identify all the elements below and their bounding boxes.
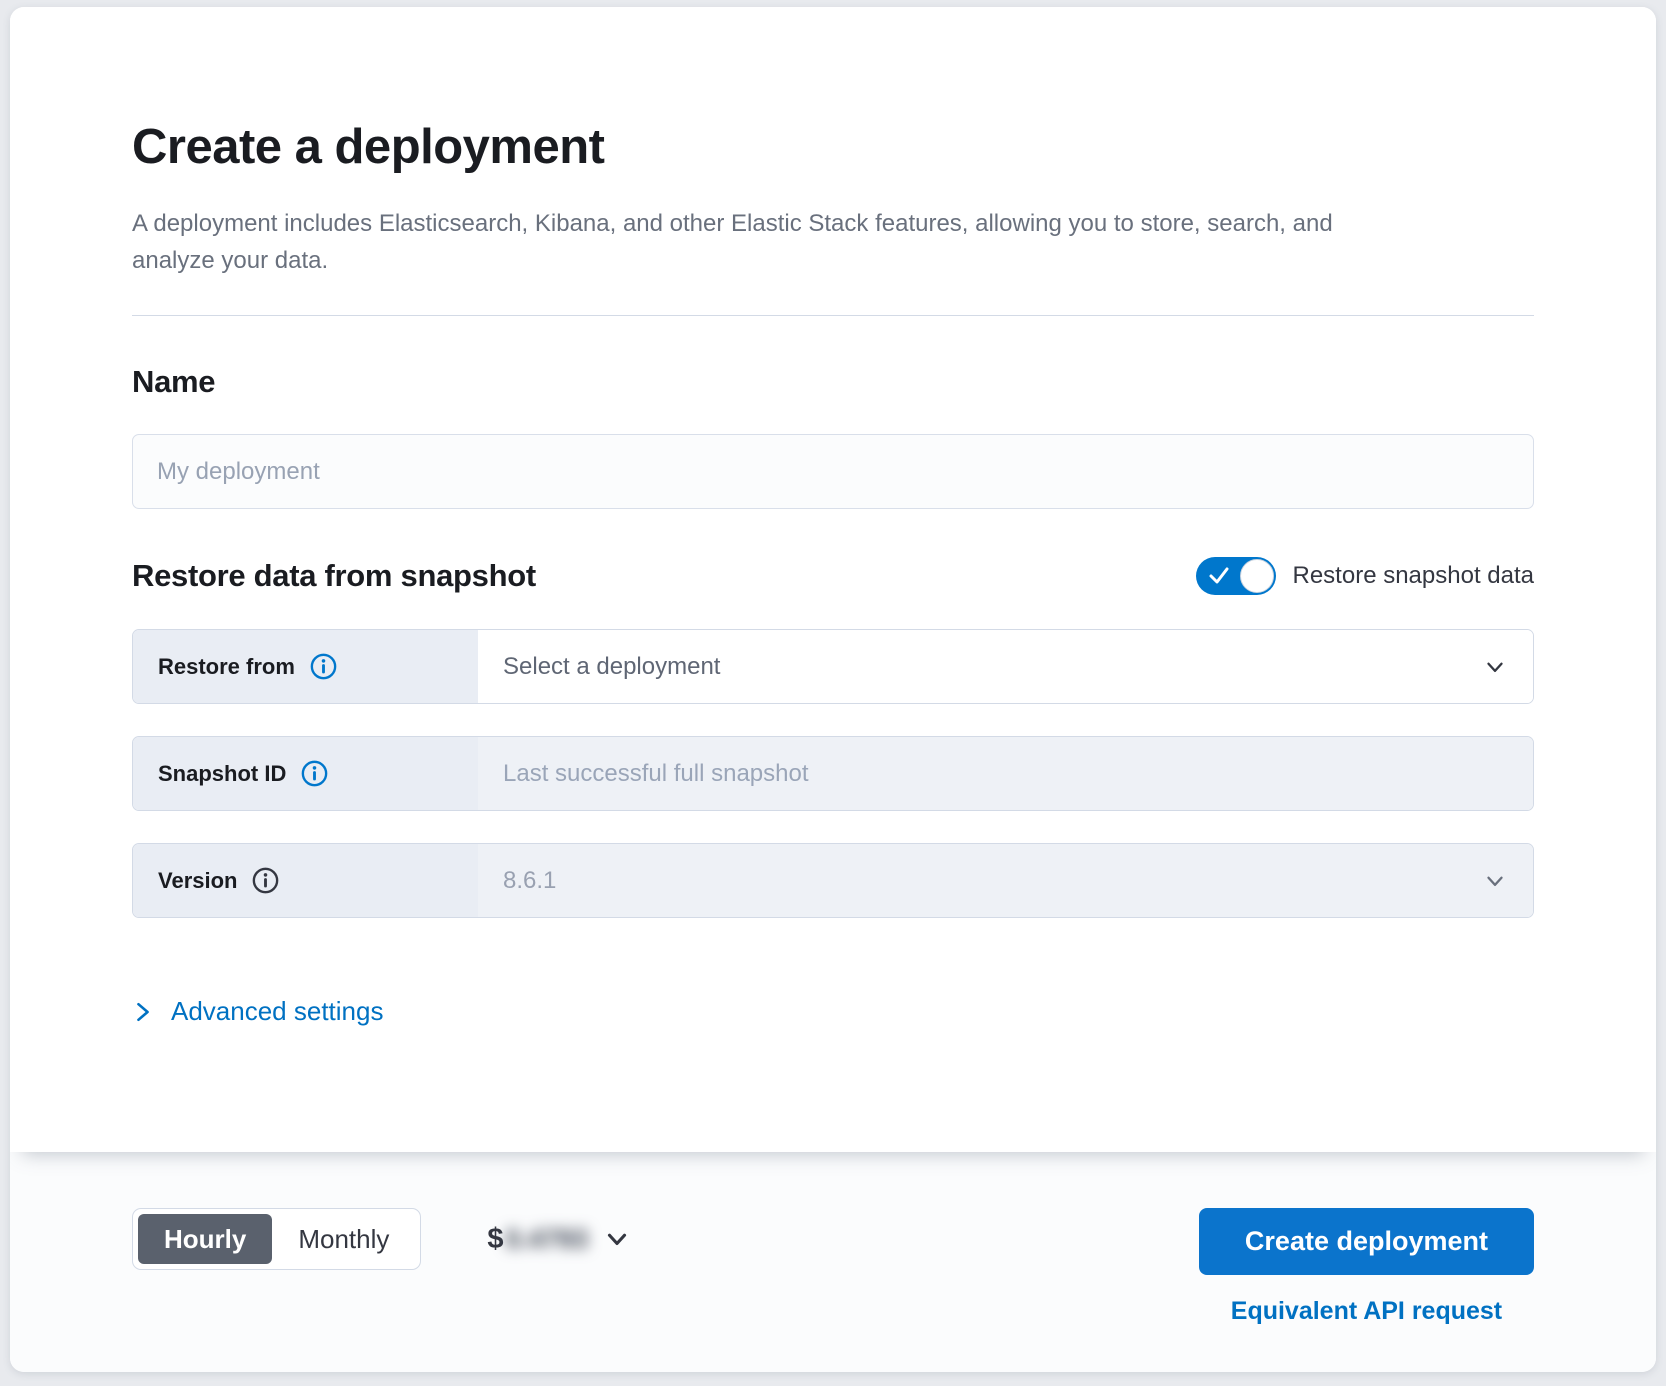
chevron-down-icon — [1487, 876, 1503, 886]
restore-from-value: Select a deployment — [503, 652, 721, 680]
create-deployment-button[interactable]: Create deployment — [1198, 1208, 1534, 1275]
snapshot-id-field — [478, 737, 1533, 810]
version-row: Version 8.6.1 — [132, 843, 1534, 918]
version-select[interactable]: 8.6.1 — [478, 844, 1533, 917]
version-label: Version — [133, 844, 478, 917]
version-label-text: Version — [158, 867, 238, 893]
info-icon[interactable] — [252, 867, 279, 894]
snapshot-id-input[interactable] — [503, 759, 1508, 788]
toggle-label: Restore snapshot data — [1292, 562, 1535, 589]
monthly-button[interactable]: Monthly — [298, 1223, 390, 1254]
page-title: Create a deployment — [132, 120, 605, 174]
equivalent-api-request-link[interactable]: Equivalent API request — [1230, 1297, 1503, 1325]
info-icon[interactable] — [301, 760, 328, 787]
price-breakdown-dropdown[interactable]: $ 0.4793 — [487, 1208, 632, 1270]
restore-from-label: Restore from — [133, 630, 478, 703]
restore-snapshot-toggle[interactable]: Restore snapshot data — [1195, 557, 1535, 595]
advanced-settings-label: Advanced settings — [171, 996, 384, 1026]
divider — [132, 315, 1534, 316]
deployment-name-input[interactable] — [132, 434, 1534, 509]
snapshot-id-label: Snapshot ID — [133, 737, 478, 810]
check-icon — [1209, 567, 1228, 584]
hourly-button[interactable]: Hourly — [138, 1214, 273, 1264]
chevron-down-icon — [608, 1233, 627, 1246]
snapshot-id-row: Snapshot ID — [132, 736, 1534, 811]
footer-bar: Hourly Monthly $ 0.4793 Create deploymen… — [10, 1152, 1656, 1372]
restore-from-label-text: Restore from — [158, 653, 295, 679]
restore-section-heading: Restore data from snapshot — [132, 558, 536, 593]
advanced-settings-link[interactable]: Advanced settings — [132, 996, 383, 1027]
info-icon[interactable] — [310, 653, 337, 680]
version-value: 8.6.1 — [503, 866, 557, 894]
price-amount-blurred: 0.4793 — [505, 1223, 589, 1254]
restore-from-row: Restore from Select a deployment — [132, 629, 1534, 704]
toggle-thumb — [1239, 559, 1274, 593]
snapshot-id-label-text: Snapshot ID — [158, 760, 287, 786]
chevron-right-icon — [137, 1002, 149, 1021]
main-content: Create a deployment A deployment include… — [10, 7, 1656, 1152]
billing-interval-toggle: Hourly Monthly — [132, 1208, 422, 1270]
price-currency: $ — [487, 1222, 504, 1255]
restore-from-select[interactable]: Select a deployment — [478, 630, 1533, 703]
name-section-heading: Name — [132, 364, 216, 399]
chevron-down-icon — [1487, 662, 1503, 672]
toggle-switch[interactable] — [1195, 557, 1276, 595]
create-deployment-panel: Create a deployment A deployment include… — [10, 7, 1656, 1372]
page-subtitle: A deployment includes Elasticsearch, Kib… — [132, 210, 1333, 274]
